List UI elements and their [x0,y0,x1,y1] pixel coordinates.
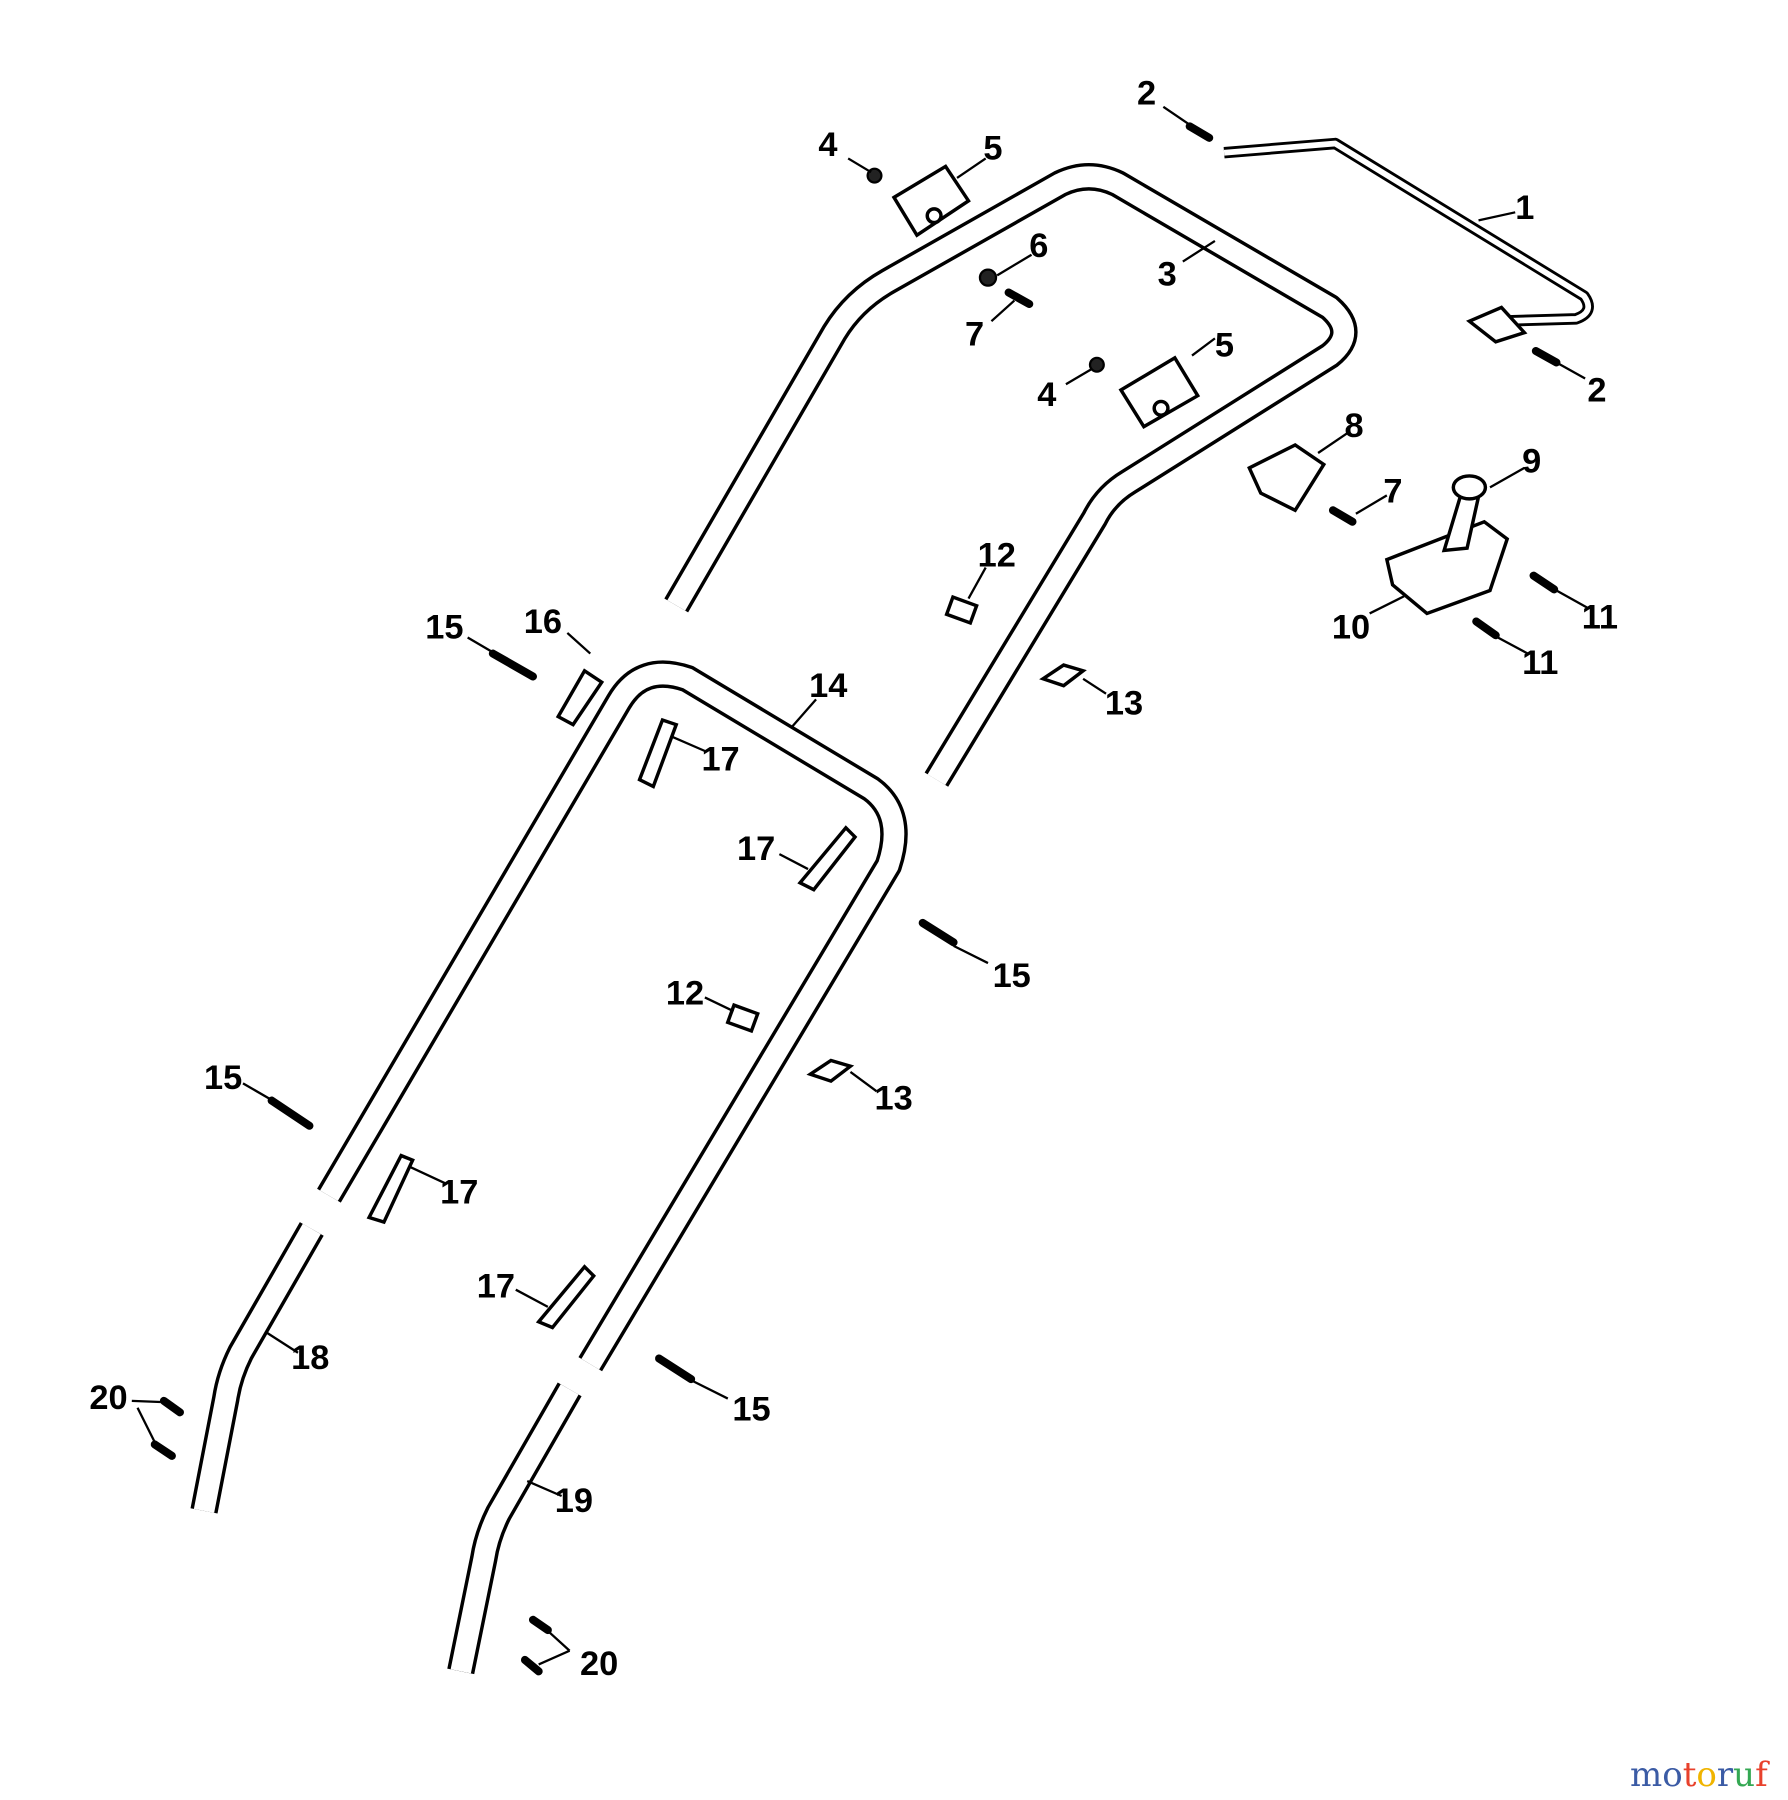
callout-15: 15 [732,1390,770,1428]
callout-8: 8 [1344,407,1363,445]
callout-15: 15 [993,957,1031,995]
callout-13: 13 [875,1080,913,1118]
upper-handle-part-3 [664,163,1358,787]
callout-7: 7 [965,315,984,353]
control-bail-part-1 [1223,137,1594,344]
logo-letter: u [1733,1755,1756,1795]
lower-tube-part-19 [447,1382,582,1675]
logo-letter: f [1755,1755,1768,1795]
nut-part-4 [1088,356,1105,373]
callout-5: 5 [1215,327,1234,365]
logo-letter: r [1716,1755,1734,1795]
callout-20: 20 [89,1379,127,1417]
middle-handle-part-14 [317,660,908,1372]
insert-part-12 [944,594,979,626]
callout-4: 4 [1037,376,1056,414]
callout-1: 1 [1515,189,1534,227]
callout-6: 6 [1029,227,1048,265]
cable-guide-part-16 [555,668,605,727]
callout-5: 5 [983,130,1002,168]
callout-13: 13 [1105,684,1143,722]
callout-17: 17 [701,740,739,778]
callout-9: 9 [1522,442,1541,480]
callout-16: 16 [524,603,562,641]
nut-part-6 [978,268,998,287]
cover-part-13 [806,1058,855,1084]
logo-letter: o [1696,1755,1717,1795]
callout-11: 11 [1522,644,1558,682]
callout-17: 17 [440,1174,478,1212]
control-lever-part-9-10 [1384,474,1510,616]
logo-letter: t [1682,1755,1697,1795]
callout-12: 12 [666,974,704,1012]
callout-20: 20 [580,1645,618,1683]
callout-19: 19 [555,1482,593,1520]
callout-10: 10 [1332,609,1370,647]
clamp-part-5 [1118,355,1201,429]
callout-11: 11 [1582,598,1618,636]
bracket-part-8 [1247,442,1327,513]
callout-15: 15 [425,609,463,647]
callout-15: 15 [204,1059,242,1097]
logo-letter: m [1630,1755,1663,1795]
callout-14: 14 [809,667,847,705]
logo-letter: o [1662,1755,1683,1795]
callout-labels: 1 2 2 3 4 4 5 5 6 7 7 8 9 10 11 11 12 12… [89,75,1618,1683]
callout-7: 7 [1383,472,1402,510]
callout-2: 2 [1137,75,1156,113]
callout-17: 17 [477,1268,515,1306]
callout-17: 17 [737,830,775,868]
clamp-part-5 [891,164,971,238]
cover-part-13 [1039,663,1087,688]
insert-part-12 [725,1002,760,1034]
callout-4: 4 [818,126,837,164]
screws [150,122,1561,1676]
lower-tube-part-18 [190,1222,324,1514]
callout-3: 3 [1158,256,1177,294]
callout-18: 18 [291,1339,329,1377]
leader-lines [131,105,1588,1666]
callout-2: 2 [1587,371,1606,409]
callout-12: 12 [978,536,1016,574]
motoruf-logo: motoruf.de [1630,1755,1788,1800]
wing-knobs-part-17 [366,717,858,1330]
